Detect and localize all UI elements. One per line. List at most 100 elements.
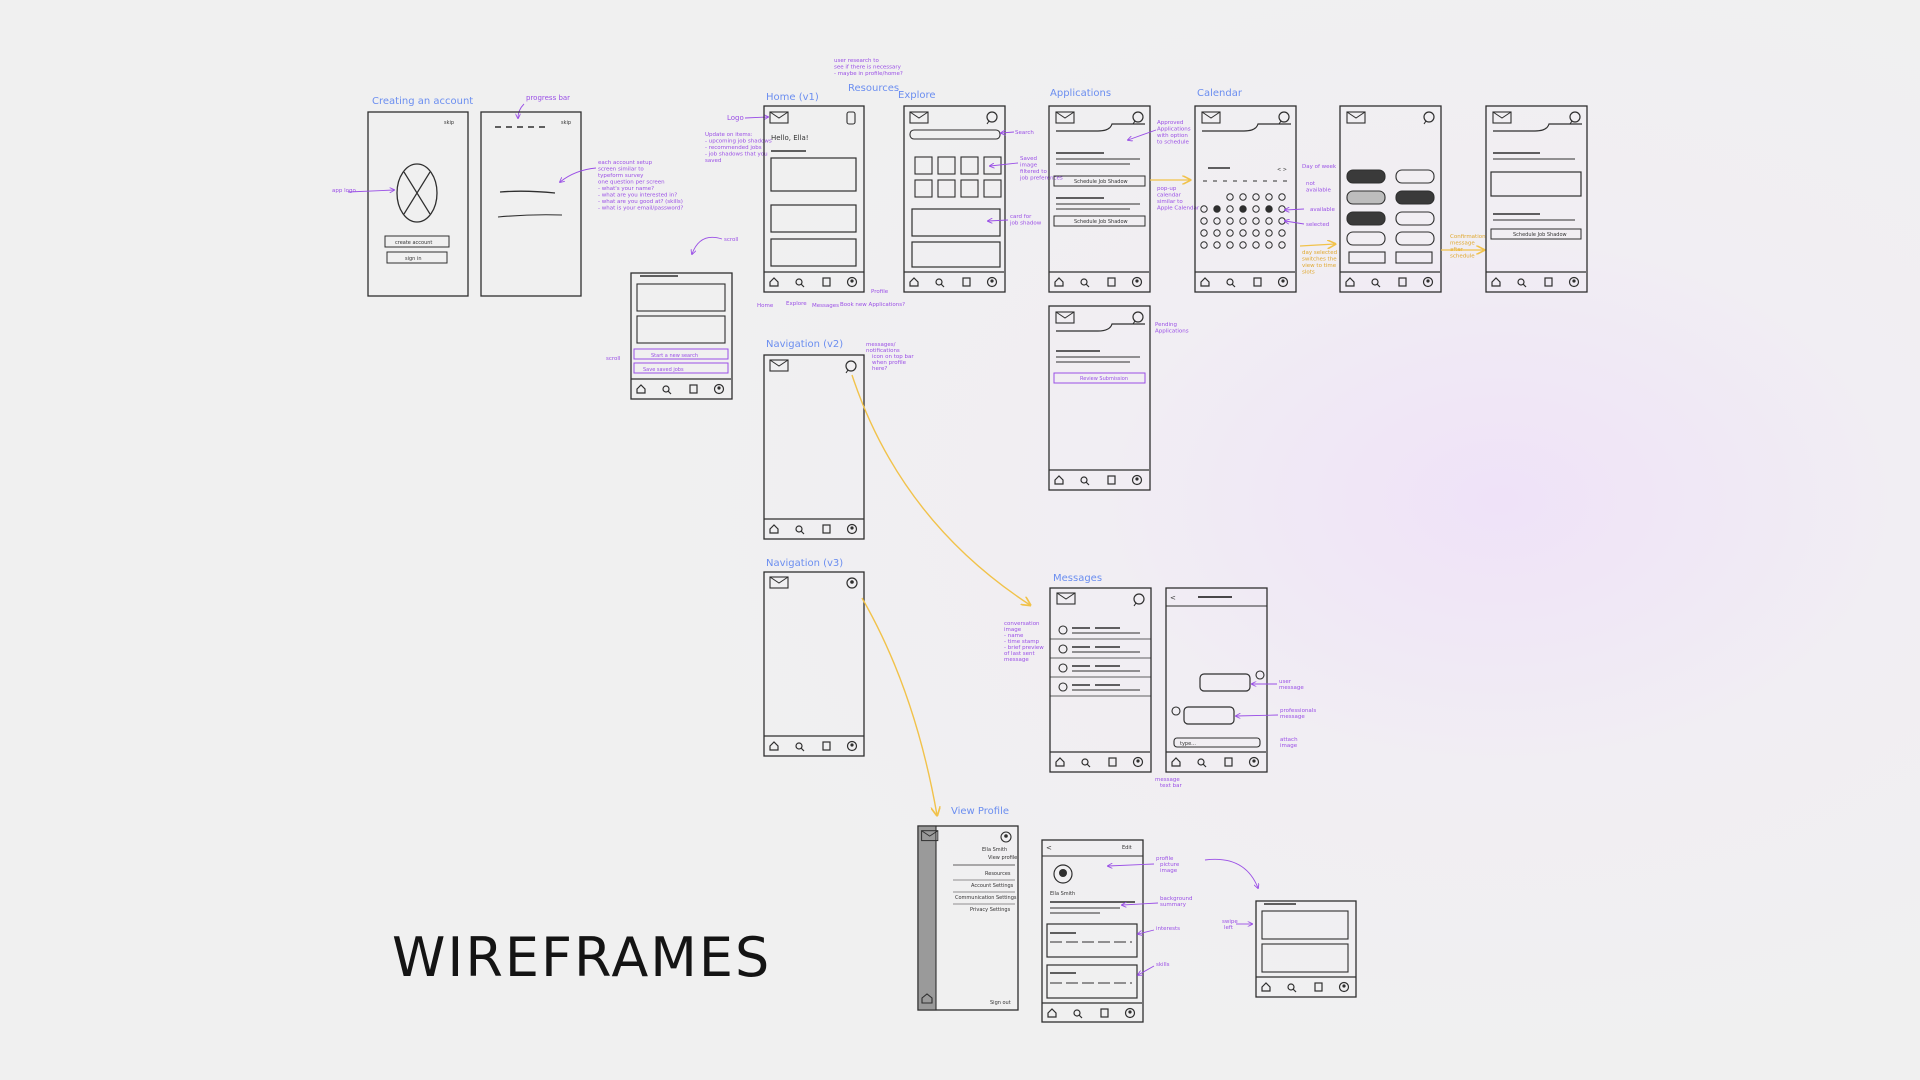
calendar-day	[1265, 241, 1273, 249]
user-message-note: user message	[1279, 679, 1304, 691]
view-profile-link: View profile	[988, 855, 1017, 861]
menu-resources: Resources	[985, 871, 1011, 877]
calendar-day	[1226, 205, 1234, 213]
calendar-day	[1252, 217, 1260, 225]
flow-arrow-to-profile	[861, 597, 937, 815]
attach-image-note: attach image	[1280, 737, 1299, 749]
conversation-avatar	[1058, 644, 1068, 654]
calendar-confirmation-screen	[1485, 105, 1588, 293]
label-creating-account: Creating an account	[372, 96, 473, 107]
review-submission-text: Review Submission	[1080, 376, 1128, 382]
menu-communication-settings: Communication Settings	[955, 895, 1017, 901]
book-applications-note: Book new Applications?	[840, 302, 905, 308]
day-selected-note: day selected switches the view to time s…	[1302, 250, 1339, 276]
text-bar-note: message text bar	[1155, 777, 1182, 789]
create-account-button-sketch	[384, 235, 450, 248]
label-messages: Messages	[1053, 573, 1102, 584]
day-of-week-note: Day of week	[1302, 164, 1337, 170]
calendar-day	[1278, 217, 1286, 225]
menu-account-settings: Account Settings	[971, 883, 1014, 889]
profile-scroll-screen	[1255, 900, 1357, 998]
calendar-day-grid	[1200, 193, 1286, 249]
profile-menu-name: Ella Smith	[982, 847, 1007, 853]
calendar-screen-2	[1339, 105, 1442, 293]
time-slot-grid	[1346, 169, 1435, 264]
calendar-day	[1278, 241, 1286, 249]
sign-in-text: sign in	[405, 256, 421, 262]
profile-picture	[1053, 864, 1073, 884]
calendar-day	[1278, 193, 1286, 201]
calendar-day	[1239, 241, 1247, 249]
explore-screen	[903, 105, 1006, 293]
calendar-day	[1226, 241, 1234, 249]
calendar-day	[1239, 229, 1247, 237]
onboarding-screen-2	[480, 111, 582, 297]
conversation-avatar	[1058, 682, 1068, 692]
calendar-day	[1213, 241, 1221, 249]
label-view-profile: View Profile	[951, 806, 1009, 817]
interests-note: interests	[1156, 926, 1180, 932]
saved-jobs-text: Save saved jobs	[643, 367, 684, 373]
chat-screen	[1165, 587, 1268, 773]
label-navigation-v2: Navigation (v2)	[766, 339, 843, 350]
menu-privacy-settings: Privacy Settings	[970, 907, 1011, 913]
scroll-note: scroll	[724, 237, 739, 243]
professional-message-note: professionals message	[1280, 708, 1318, 720]
conversation-avatar	[1058, 625, 1068, 635]
calendar-day	[1278, 229, 1286, 237]
calendar-day	[1252, 205, 1260, 213]
not-available-note: not available	[1306, 181, 1331, 194]
calendar-day	[1200, 229, 1208, 237]
calendar-day	[1226, 229, 1234, 237]
label-explore: Explore	[898, 90, 936, 101]
profile-back-arrow: <	[1046, 844, 1052, 852]
background-summary-note: background summary	[1160, 896, 1194, 908]
nav-explore-note: Explore	[786, 301, 807, 307]
schedule-shadow-text-3: Schedule Job Shadow	[1513, 232, 1567, 238]
profile-edit-text: Edit	[1122, 845, 1132, 851]
calendar-day	[1265, 193, 1273, 201]
create-account-text: create account	[395, 240, 432, 246]
calendar-day	[1200, 217, 1208, 225]
pending-applications-note: Pending Applications	[1155, 322, 1189, 335]
label-progress-bar: progress bar	[526, 94, 570, 102]
label-navigation-v3: Navigation (v3)	[766, 558, 843, 569]
message-input-text: type...	[1180, 741, 1196, 747]
professional-message-bubble	[1183, 706, 1235, 725]
messages-list-screen	[1049, 587, 1152, 773]
explore-category-grid	[914, 156, 1002, 198]
account-setup-note: each account setup screen similar to typ…	[598, 160, 685, 212]
label-applications: Applications	[1050, 88, 1111, 99]
conversation-list	[1050, 625, 1151, 697]
calendar-day	[1213, 205, 1221, 213]
nav-messages-note: Messages	[812, 303, 839, 309]
conversation-note: conversation image - name - time stamp -…	[1004, 621, 1046, 663]
calendar-day	[1239, 193, 1247, 201]
schedule-shadow-text-2: Schedule Job Shadow	[1074, 219, 1128, 225]
scroll-note-2: scroll	[606, 356, 621, 362]
profile-image-note: profile picture image	[1156, 856, 1181, 874]
applications-screen	[1048, 105, 1151, 293]
conversation-avatar	[1058, 663, 1068, 673]
popup-calendar-note: pop-up calendar similar to Apple Calenda…	[1157, 186, 1200, 212]
skills-note: skills	[1156, 962, 1170, 968]
calendar-day	[1200, 205, 1208, 213]
label-resources: Resources	[848, 83, 899, 94]
filter-note: Saved image filtered to job preferences	[1019, 156, 1063, 182]
app-logo-placeholder	[396, 163, 438, 223]
updates-note: Update on items: - upcoming job shadows …	[705, 132, 774, 164]
available-note: available	[1310, 207, 1335, 213]
start-search-text: Start a new search	[651, 353, 698, 359]
user-message-bubble	[1199, 673, 1251, 692]
calendar-day	[1213, 217, 1221, 225]
logo-note: Logo	[727, 114, 744, 122]
calendar-day	[1226, 217, 1234, 225]
page-title: WIREFRAMES	[392, 926, 772, 989]
messages-icon-note: messages/ notifications icon on top bar …	[866, 342, 915, 372]
sign-out-text: Sign out	[990, 1000, 1011, 1006]
nav-home-note: Home	[757, 303, 774, 309]
navigation-v3-screen	[763, 571, 865, 757]
profile-view-name: Ella Smith	[1050, 891, 1075, 897]
onboarding-screen-1	[367, 111, 469, 297]
skip-text: skip	[444, 120, 454, 126]
